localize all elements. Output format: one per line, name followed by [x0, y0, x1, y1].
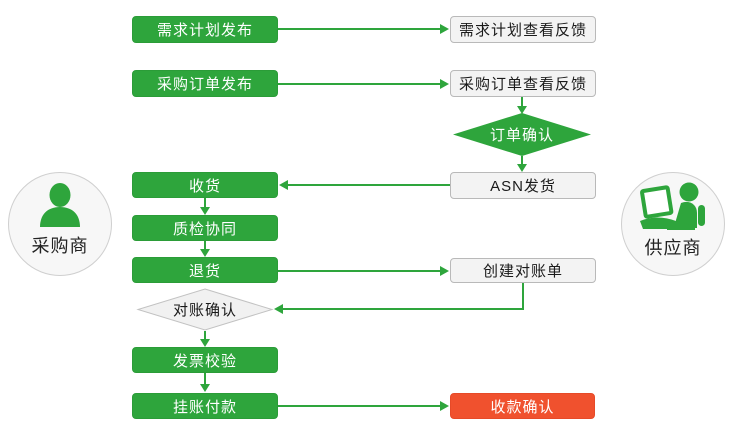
connector-invoice-to-payment-line [204, 373, 206, 385]
connector-return-to-statement-arrowhead [440, 266, 449, 276]
connector-quality-to-return-arrowhead [200, 249, 210, 257]
connector-payment-to-confirm-line [278, 405, 441, 407]
connector-feedback-to-confirm-arrowhead [517, 106, 527, 114]
connector-payment-to-confirm-arrowhead [440, 401, 449, 411]
node-order-confirm-label: 订单确认 [489, 127, 554, 144]
connector-asn-to-receive-arrowhead [279, 180, 288, 190]
connector-receive-to-quality-line [204, 198, 206, 208]
actor-buyer: 采购商 [8, 172, 112, 276]
node-reconciliation-confirm: 对账确认 [136, 288, 274, 331]
node-pending-payment: 挂账付款 [132, 393, 278, 419]
person-bust-icon [40, 183, 80, 227]
node-order-confirm: 订单确认 [453, 113, 591, 156]
actor-supplier: 供应商 [621, 172, 725, 276]
diamond-shape [453, 113, 591, 156]
node-demand-plan-feedback: 需求计划查看反馈 [450, 16, 596, 43]
node-receive-goods: 收货 [132, 172, 278, 198]
node-purchase-order-feedback: 采购订单查看反馈 [450, 70, 596, 97]
connector-return-to-statement-line [278, 270, 441, 272]
node-purchase-order-publish: 采购订单发布 [132, 70, 278, 97]
connector-quality-to-return-line [204, 241, 206, 250]
node-return-goods: 退货 [132, 257, 278, 283]
connector-reconciliation-to-invoice-arrowhead [200, 339, 210, 347]
node-asn-ship: ASN发货 [450, 172, 596, 199]
actor-supplier-label: 供应商 [644, 238, 702, 258]
connector-statement-to-reconciliation-arrowhead [274, 304, 283, 314]
node-demand-plan-publish: 需求计划发布 [132, 16, 278, 43]
node-payment-confirm: 收款确认 [450, 393, 595, 419]
connector-statement-to-reconciliation-hline [283, 308, 524, 310]
connector-reconciliation-to-invoice-line [204, 331, 206, 340]
diamond-shape [136, 288, 274, 331]
connector-feedback-to-confirm-line [521, 97, 523, 108]
person-with-laptop-icon [640, 182, 705, 230]
connector-confirm-to-asn-line [521, 156, 523, 165]
connector-invoice-to-payment-arrowhead [200, 384, 210, 392]
connector-statement-to-reconciliation-vline [522, 283, 524, 310]
node-quality-check: 质检协同 [132, 215, 278, 241]
connector-demand-plan-arrowhead [440, 24, 449, 34]
connector-purchase-order-line [278, 83, 441, 85]
connector-purchase-order-arrowhead [440, 79, 449, 89]
connector-demand-plan-line [278, 28, 441, 30]
connector-receive-to-quality-arrowhead [200, 207, 210, 215]
node-invoice-verify: 发票校验 [132, 347, 278, 373]
actor-buyer-label: 采购商 [31, 236, 89, 256]
connector-confirm-to-asn-arrowhead [517, 164, 527, 172]
node-reconciliation-confirm-label: 对账确认 [172, 302, 237, 319]
connector-asn-to-receive-line [288, 184, 450, 186]
node-create-statement: 创建对账单 [450, 258, 596, 283]
